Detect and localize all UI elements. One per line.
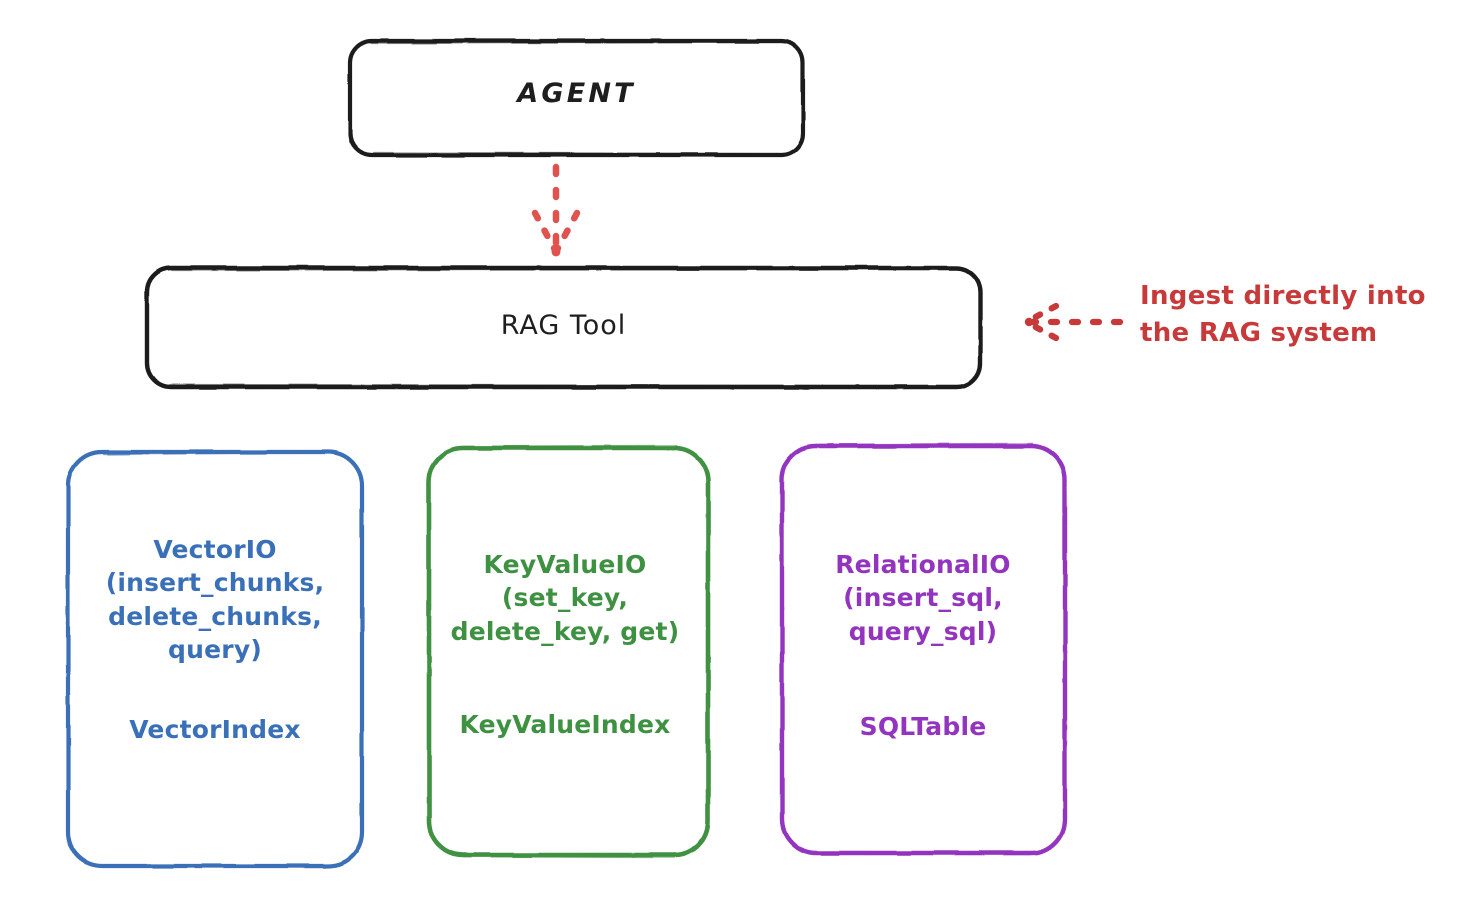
relational-io-index-label: SQLTable <box>859 712 987 741</box>
key-value-io-index-label: KeyValueIndex <box>459 710 671 739</box>
vector-io-methods-label: VectorIO (insert_chunks, delete_chunks, … <box>105 535 325 664</box>
relational-io-node-shape[interactable] <box>779 442 1068 856</box>
rag-tool-node-label: RAG Tool <box>500 310 627 341</box>
key-value-io-node-shape[interactable] <box>426 444 711 859</box>
agent-node-shape[interactable] <box>347 38 806 158</box>
ingest-note-label: Ingest directly into the RAG system <box>1140 281 1426 348</box>
agent-to-rag-arrow <box>531 163 581 257</box>
key-value-io-methods-label: KeyValueIO (set_key, delete_key, get) <box>450 550 680 646</box>
rag-tool-node-shape[interactable] <box>144 265 983 390</box>
ingest-note-arrow <box>1024 302 1124 342</box>
vector-io-index-label: VectorIndex <box>129 715 301 744</box>
relational-io-methods-label: RelationalIO (insert_sql, query_sql) <box>835 550 1011 646</box>
vector-io-node-shape[interactable] <box>65 449 365 869</box>
agent-node-label: AGENT <box>517 78 636 109</box>
